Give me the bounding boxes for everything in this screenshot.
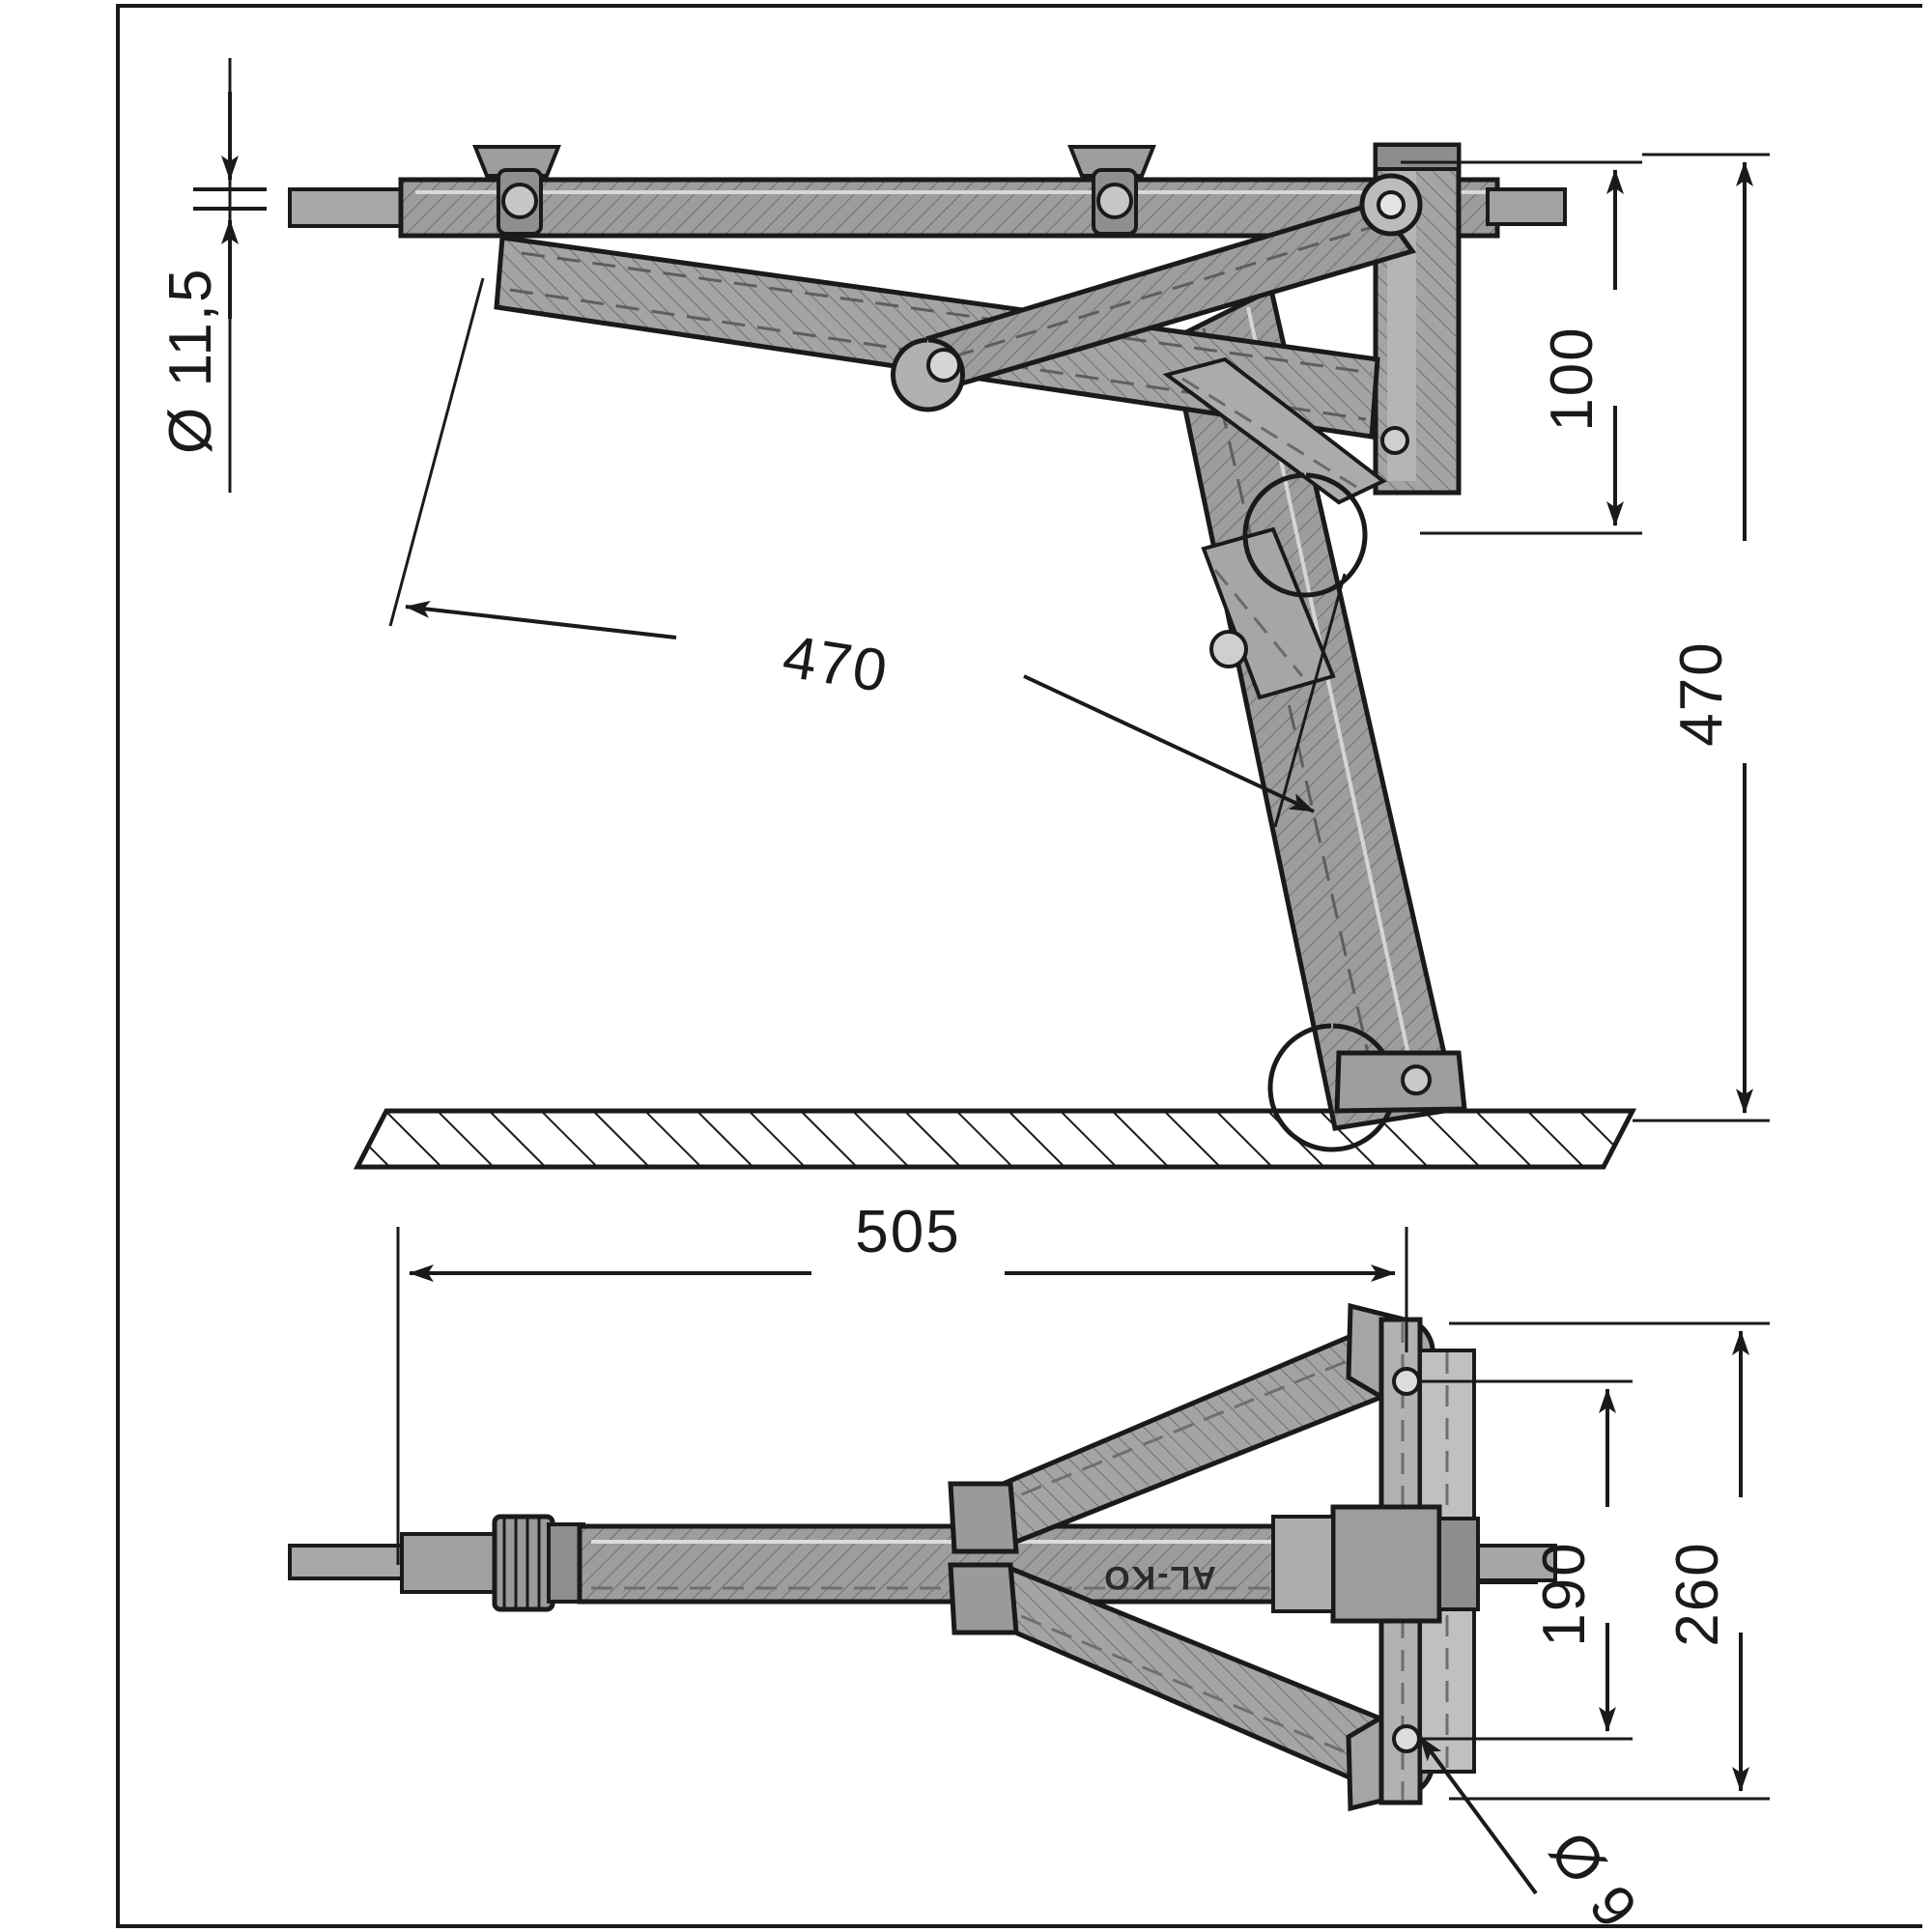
dimension-label-505: 505	[855, 1199, 960, 1265]
dimension-label-100: 100	[1539, 326, 1605, 431]
leg-foot-side	[1267, 1023, 1467, 1152]
top-pivot-bolt-side	[1359, 173, 1423, 237]
a-frame-knuckle-lower	[948, 1562, 1019, 1635]
dimension-label-260: 260	[1664, 1541, 1731, 1646]
dimension-dia-11-5: Ø 11,5	[157, 58, 267, 493]
secondary-strut-side	[1162, 356, 1387, 505]
dimension-label-190: 190	[1531, 1541, 1598, 1646]
dimension-label-dia-11-5: Ø 11,5	[157, 267, 224, 454]
ground-surface	[353, 1108, 1637, 1170]
dimension-190: 190	[1420, 1379, 1633, 1741]
side-view-group	[288, 142, 1637, 1170]
a-frame-knuckle-upper	[948, 1481, 1019, 1554]
dimension-260: 260	[1449, 1321, 1770, 1801]
dimension-label-470-diagonal: 470	[779, 623, 894, 705]
drawing-frame	[116, 4, 1922, 1928]
dimension-label-dia-9: Ø 9	[1537, 1820, 1651, 1932]
clamp-saddle-right	[1067, 145, 1156, 236]
dimension-470-diagonal: 470	[388, 277, 1347, 828]
hinge-eye-side	[1242, 426, 1409, 598]
pivot-knuckle-side	[891, 337, 965, 412]
actuator-rod-side	[1201, 526, 1336, 700]
dimension-470-vertical: 470	[1633, 153, 1770, 1122]
brand-stamp: AL-KO	[1102, 1559, 1216, 1596]
side-mount-plate-top	[1271, 1515, 1335, 1613]
dimension-label-470-vertical: 470	[1668, 640, 1735, 746]
top-view-group: AL-KO	[288, 1302, 1557, 1812]
bracket-plate-top	[1330, 1317, 1557, 1805]
clamp-saddle-left	[472, 145, 561, 236]
dimension-505: 505	[396, 1199, 1408, 1565]
dimension-100: 100	[1401, 160, 1642, 535]
